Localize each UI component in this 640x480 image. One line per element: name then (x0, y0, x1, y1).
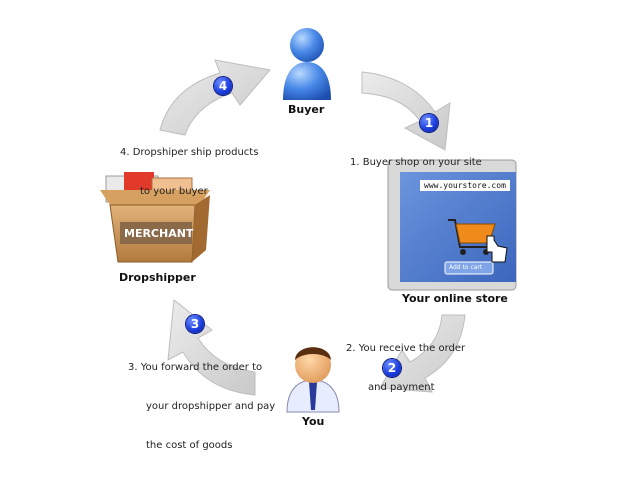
step-text-2: 2. You receive the order and payment (346, 343, 466, 393)
merchant-box-label: MERCHANT (124, 227, 194, 240)
step-text-3: 3. You forward the order to your dropshi… (128, 362, 276, 451)
step-badge-2: 2 (383, 359, 401, 377)
add-to-cart-button: Add to cart (449, 264, 483, 271)
step-badge-1: 1 (420, 114, 438, 132)
merchant-box-icon (100, 172, 210, 263)
node-label-store: Your online store (402, 292, 508, 305)
step-badge-4: 4 (214, 77, 232, 95)
step-badge-3: 3 (186, 315, 204, 333)
step-text-1: 1. Buyer shop on your site (350, 157, 482, 168)
hand-cursor-icon (486, 235, 508, 263)
step-text-4: 4. Dropshiper ship products to your buye… (120, 147, 259, 197)
cycle-arrow-store-to-you (379, 314, 466, 393)
cycle-arrow-dropshipper-to-buyer (159, 59, 271, 136)
node-label-dropshipper: Dropshipper (119, 271, 196, 284)
node-label-you: You (302, 415, 325, 428)
you-person-icon (286, 347, 340, 413)
buyer-person-icon (283, 28, 331, 100)
store-url-text: www.yourstore.com (424, 181, 506, 190)
store-monitor-icon (387, 159, 517, 291)
node-label-buyer: Buyer (288, 103, 325, 116)
